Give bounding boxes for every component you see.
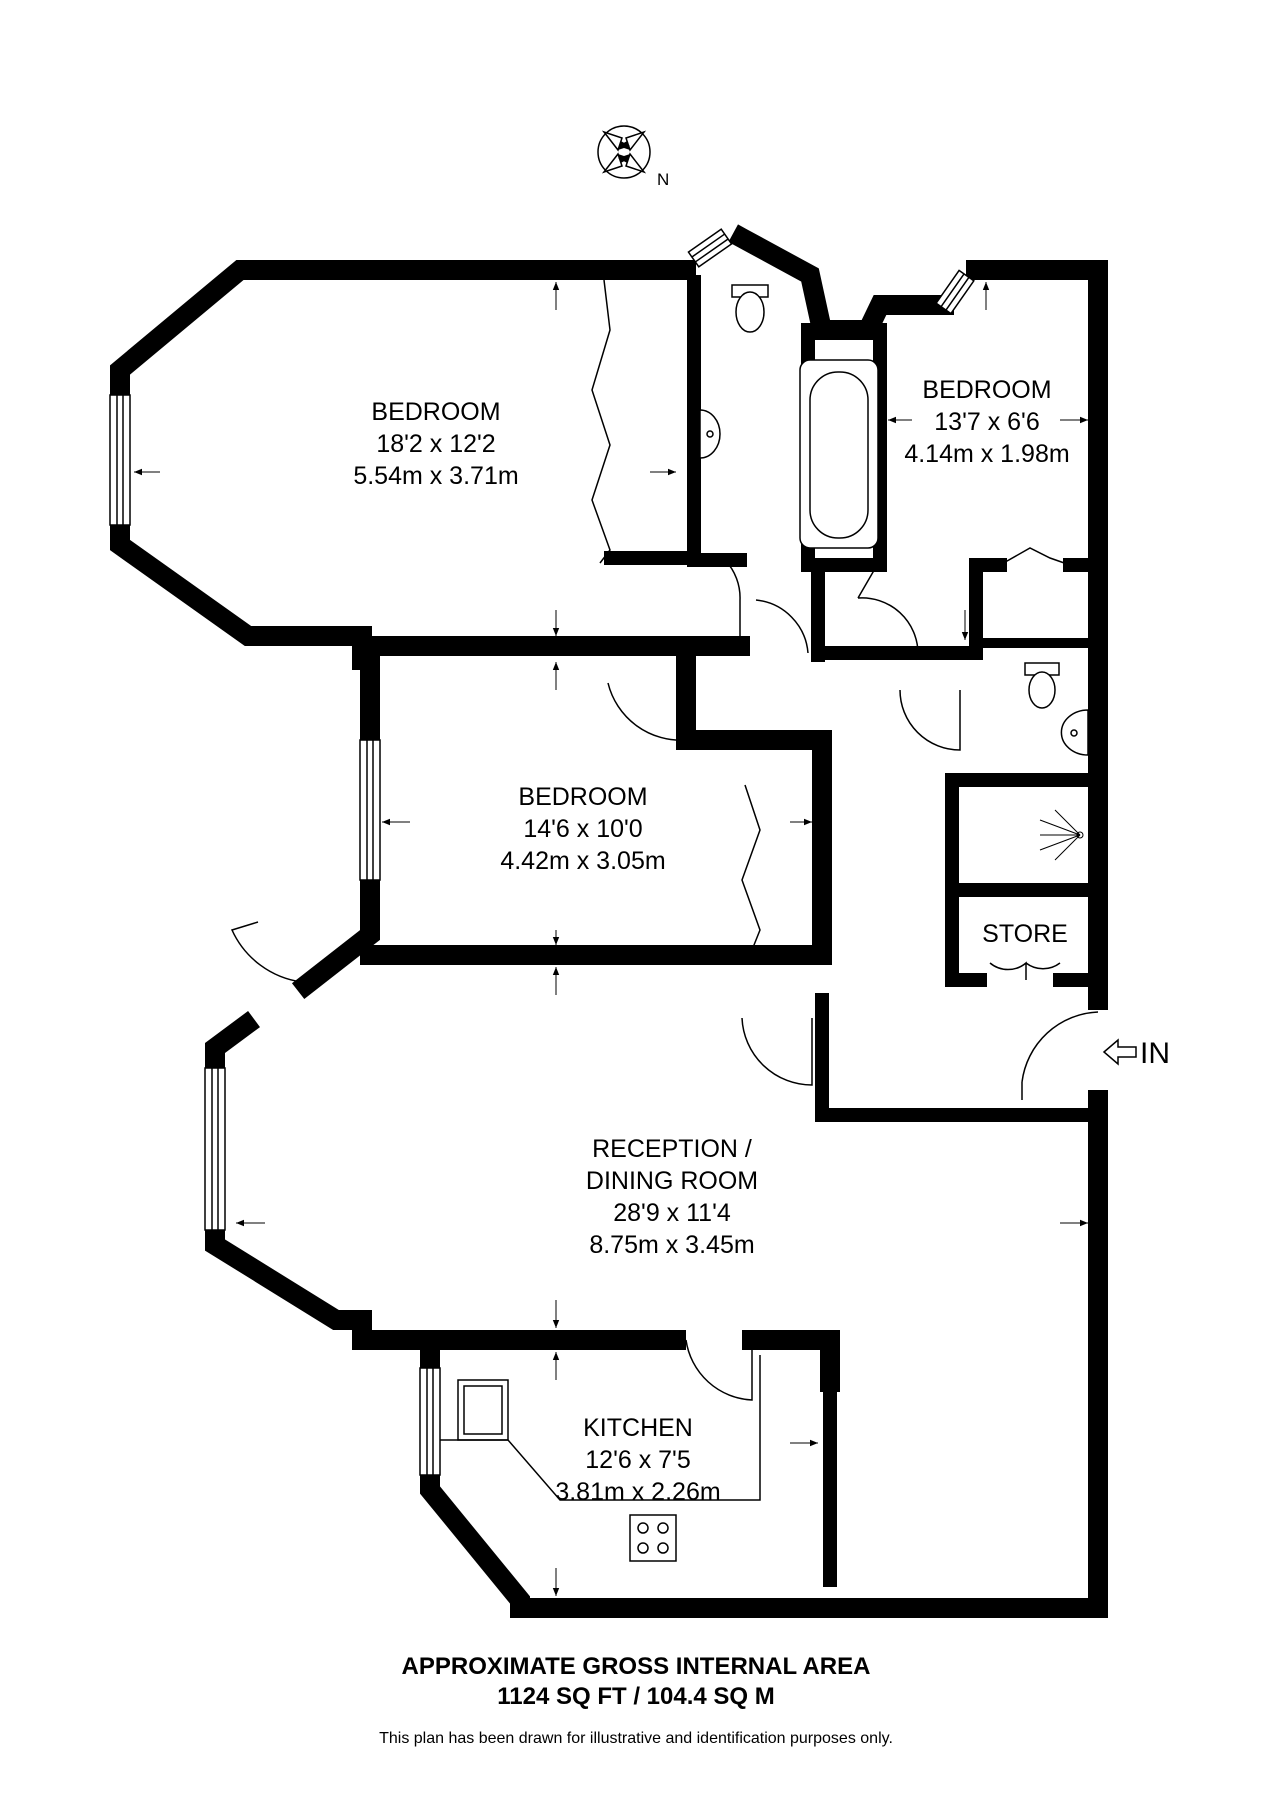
- doors: [230, 559, 1099, 1401]
- room-name: BEDROOM: [922, 376, 1051, 404]
- toilet-icon: [731, 284, 769, 333]
- room-size-imperial: 12'6 x 7'5: [585, 1446, 690, 1474]
- dimension-arrows: [134, 282, 1088, 1596]
- basin-icon: [699, 409, 721, 459]
- room-name: BEDROOM: [518, 783, 647, 811]
- room-name: BEDROOM: [371, 398, 500, 426]
- toilet-icon: [1024, 662, 1060, 709]
- room-size-imperial: 13'7 x 6'6: [934, 408, 1039, 436]
- disclaimer: This plan has been drawn for illustrativ…: [379, 1730, 893, 1747]
- sink-icon: [457, 1379, 509, 1441]
- room-bedroom-3: BEDROOM 14'6 x 10'0 4.42m x 3.05m: [500, 783, 665, 875]
- room-name: KITCHEN: [583, 1414, 693, 1442]
- room-size-metric: 8.75m x 3.45m: [589, 1231, 754, 1259]
- room-size-metric: 5.54m x 3.71m: [353, 462, 518, 490]
- compass-north-label: N: [657, 170, 669, 189]
- room-size-imperial: 28'9 x 11'4: [613, 1199, 731, 1227]
- wardrobe-fittings: [591, 279, 1071, 951]
- room-name-line2: DINING ROOM: [586, 1167, 758, 1195]
- windows: [109, 228, 975, 1476]
- entrance-label: IN: [1140, 1037, 1170, 1070]
- room-kitchen: KITCHEN 12'6 x 7'5 3.81m x 2.26m: [555, 1414, 720, 1506]
- area-heading: APPROXIMATE GROSS INTERNAL AREA: [401, 1653, 871, 1680]
- room-bedroom-2: BEDROOM 13'7 x 6'6 4.14m x 1.98m: [904, 376, 1069, 468]
- entrance-arrow-icon: [1102, 1038, 1137, 1066]
- room-size-metric: 3.81m x 2.26m: [555, 1478, 720, 1506]
- room-size-metric: 4.42m x 3.05m: [500, 847, 665, 875]
- basin-icon: [1060, 709, 1089, 756]
- room-name-line1: RECEPTION /: [592, 1135, 752, 1163]
- room-store: STORE: [982, 920, 1068, 948]
- room-reception: RECEPTION / DINING ROOM 28'9 x 11'4 8.75…: [586, 1135, 758, 1259]
- room-name: STORE: [982, 920, 1068, 948]
- bath-icon: [799, 359, 879, 549]
- room-size-imperial: 18'2 x 12'2: [376, 430, 495, 458]
- room-size-metric: 4.14m x 1.98m: [904, 440, 1069, 468]
- compass-rose-icon: [597, 125, 651, 179]
- kitchen-worktop: [440, 1355, 761, 1501]
- area-value: 1124 SQ FT / 104.4 SQ M: [497, 1683, 775, 1710]
- hob-icon: [629, 1514, 677, 1562]
- shower-icon: [1039, 809, 1084, 861]
- room-bedroom-1: BEDROOM 18'2 x 12'2 5.54m x 3.71m: [353, 398, 518, 490]
- room-size-imperial: 14'6 x 10'0: [523, 815, 642, 843]
